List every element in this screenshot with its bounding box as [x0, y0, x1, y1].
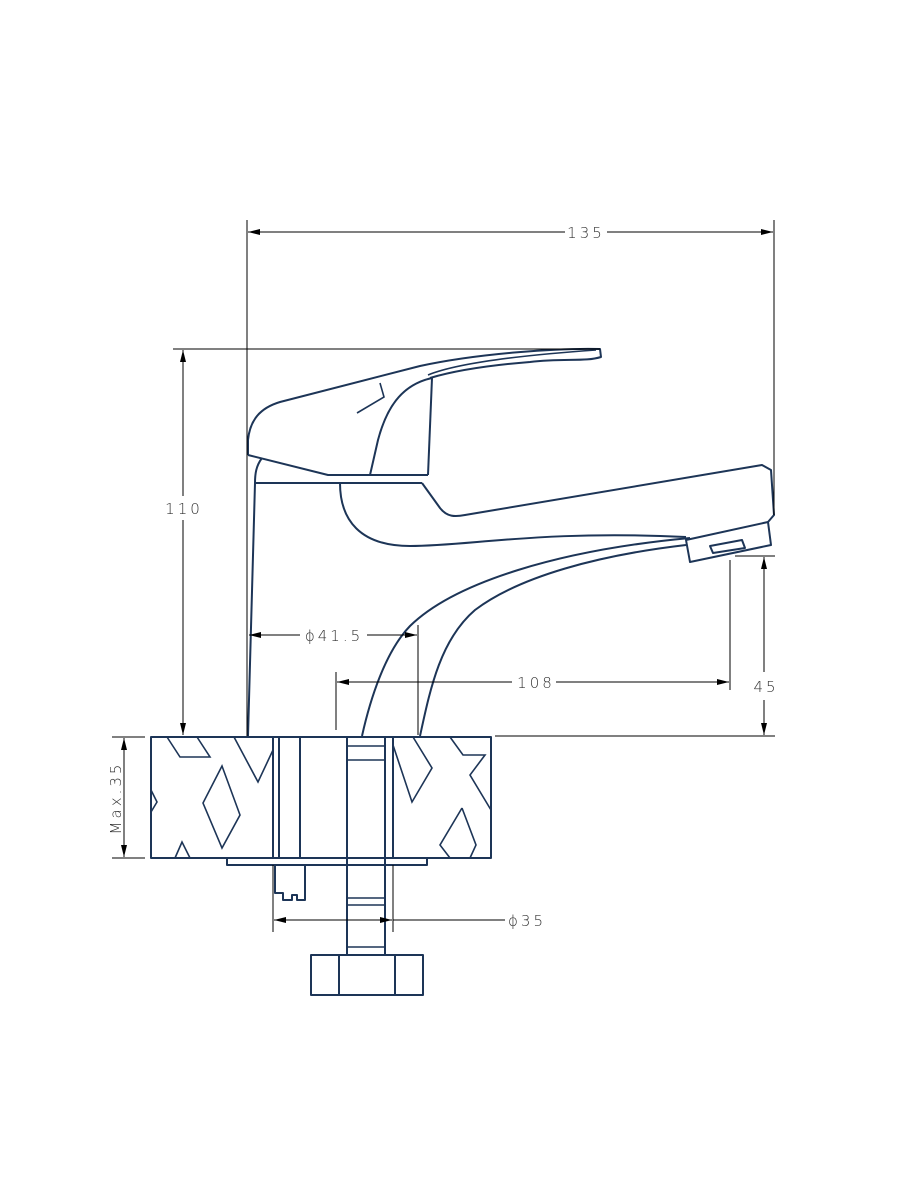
dim-label-45: 45 — [753, 678, 778, 696]
dim-label-hole-diameter: ϕ35 — [508, 912, 546, 930]
dim-label-body-diameter: ϕ41.5 — [305, 627, 363, 645]
dim-label-135: 135 — [567, 224, 605, 242]
countertop-section — [150, 736, 492, 859]
dimension-spout-height — [495, 556, 775, 736]
mounting-hardware — [226, 737, 428, 996]
dimension-spout-reach — [336, 560, 730, 730]
dimension-overall-length — [247, 220, 774, 736]
dim-label-108: 108 — [517, 674, 555, 692]
dim-label-max-35: Max.35 — [107, 762, 125, 835]
dim-label-110: 110 — [165, 500, 203, 518]
dimension-hole-diameter — [272, 865, 505, 932]
faucet-body — [247, 457, 775, 737]
dimension-max-thickness — [112, 736, 145, 859]
faucet-handle — [247, 347, 602, 476]
dimension-overall-height — [170, 348, 600, 735]
